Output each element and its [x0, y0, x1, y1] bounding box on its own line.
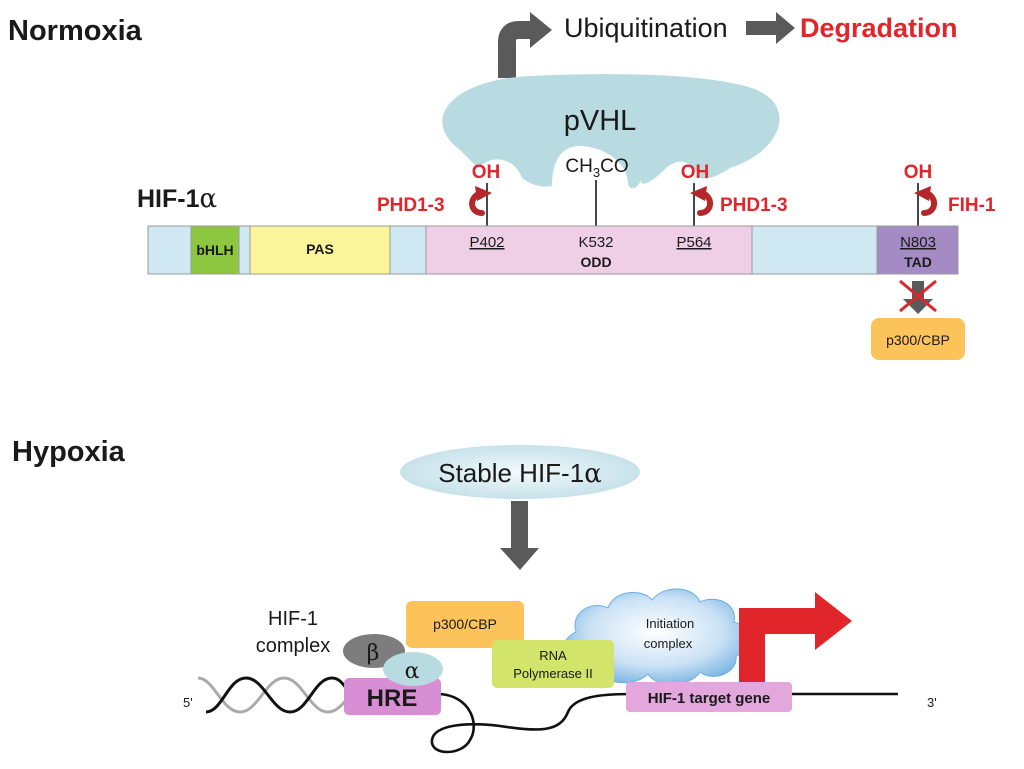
hre-label: HRE — [367, 685, 418, 712]
tad-domain — [876, 225, 959, 275]
residue-n803: N803 — [900, 234, 936, 251]
rna-polymerase-box — [492, 640, 614, 688]
hif1a-label: HIF-1α — [137, 184, 217, 214]
degradation-label: Degradation — [800, 13, 958, 43]
three-prime-label: 3' — [927, 695, 937, 710]
fih-label: FIH-1 — [948, 195, 996, 216]
oh-label-p402: OH — [472, 162, 501, 183]
pvhl-to-ubiquitination-arrow — [498, 12, 552, 78]
transcription-start-arrow — [739, 592, 852, 682]
p300-label-hypoxia: p300/CBP — [433, 616, 497, 632]
tad-label: TAD — [904, 254, 932, 270]
hif1-alpha-subunit — [383, 652, 443, 686]
dna-double-helix — [197, 676, 350, 714]
ubiquitination-to-degradation-arrow — [746, 12, 795, 44]
stable-to-complex-arrow — [500, 501, 539, 570]
normoxia-title: Normoxia — [8, 15, 143, 47]
pvhl-blob — [442, 74, 780, 189]
beta-label: β — [367, 641, 380, 666]
p300-label-normoxia: p300/CBP — [886, 332, 950, 348]
dna-strand — [430, 692, 898, 754]
bhlh-domain — [190, 225, 240, 275]
stable-hif1a-ellipse — [400, 445, 640, 499]
initiation-label-line2: complex — [644, 636, 693, 651]
bhlh-label: bHLH — [196, 242, 233, 258]
stable-hif1a-label: Stable HIF-1α — [438, 458, 602, 489]
fih-curved-arrow — [914, 186, 937, 216]
phd-left-label: PHD1-3 — [377, 195, 445, 216]
acetyl-label: CH3CO — [565, 156, 628, 180]
target-gene-label: HIF-1 target gene — [648, 690, 771, 707]
p300-box-normoxia — [871, 318, 965, 360]
initiation-label-line1: Initiation — [646, 616, 694, 631]
p300-box-hypoxia — [406, 601, 524, 648]
phd-right-label: PHD1-3 — [720, 195, 788, 216]
phd-right-curved-arrow — [690, 186, 713, 216]
oh-label-n803: OH — [904, 162, 933, 183]
odd-domain — [425, 225, 753, 275]
hre-box — [344, 678, 441, 715]
ubiquitination-label: Ubiquitination — [564, 13, 728, 43]
oh-label-p564: OH — [681, 162, 710, 183]
block-cross-icon — [899, 279, 937, 313]
rna-pol-label-line1: RNA — [539, 648, 567, 663]
five-prime-label: 5' — [183, 695, 193, 710]
rna-pol-label-line2: Polymerase II — [513, 666, 592, 681]
pvhl-label: pVHL — [564, 105, 637, 137]
pas-domain — [249, 225, 391, 275]
hypoxia-title: Hypoxia — [12, 436, 126, 468]
hif1-complex-label-line1: HIF-1 — [268, 608, 318, 630]
hif1-complex-label-line2: complex — [256, 635, 330, 657]
residue-p564: P564 — [676, 234, 711, 251]
phd-left-curved-arrow — [469, 186, 492, 216]
residue-p402: P402 — [469, 234, 504, 251]
odd-label: ODD — [580, 254, 611, 270]
residue-k532: K532 — [578, 234, 613, 251]
pas-label: PAS — [306, 241, 334, 257]
alpha-label: α — [405, 659, 420, 684]
target-gene-box — [626, 682, 792, 712]
